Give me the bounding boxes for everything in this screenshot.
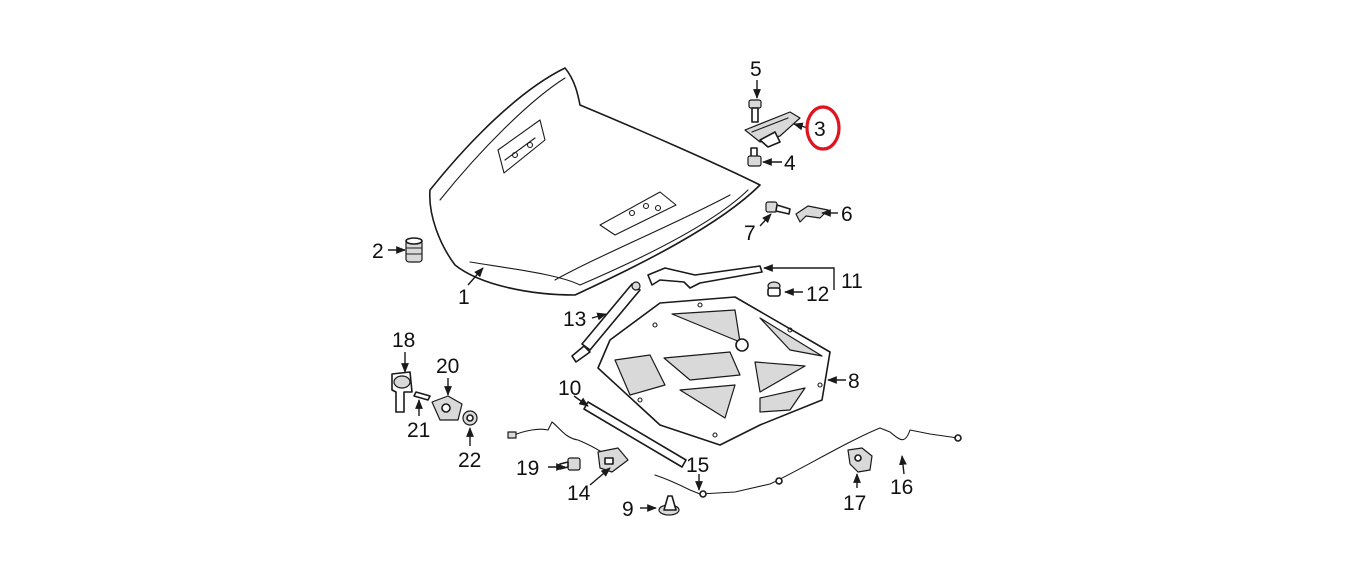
callout-8: 8 (848, 370, 860, 393)
hood-latch (847, 447, 873, 473)
clip-bracket-6 (795, 205, 829, 223)
screw-21 (413, 391, 431, 401)
hood-hinge-bracket (744, 111, 801, 148)
callout-2: 2 (372, 240, 384, 263)
callout-19: 19 (516, 457, 539, 480)
leader-lines (388, 80, 907, 512)
callout-17: 17 (843, 492, 866, 515)
callout-11: 11 (841, 270, 863, 293)
release-cable (654, 427, 962, 498)
grommet-12 (767, 281, 781, 297)
release-cable-left (507, 421, 611, 459)
bumper-stop (405, 237, 423, 263)
callout-22: 22 (458, 449, 481, 472)
callout-labels: 1 2 3 4 5 6 7 8 9 10 11 12 13 14 15 16 1… (372, 58, 913, 521)
callout-20: 20 (436, 355, 459, 378)
callout-18: 18 (392, 329, 415, 352)
callout-12: 12 (806, 283, 829, 306)
nut-22 (462, 410, 478, 426)
callout-7: 7 (744, 222, 756, 245)
bolt-19 (559, 457, 581, 471)
callout-4: 4 (784, 152, 796, 175)
callout-13: 13 (563, 308, 586, 331)
hood-panel (429, 67, 761, 296)
bracket-18 (391, 371, 413, 413)
push-clip-9 (658, 495, 680, 516)
callout-10: 10 (558, 377, 581, 400)
latch-bracket-14 (597, 447, 629, 473)
hood-seal (583, 401, 687, 468)
callout-9: 9 (622, 498, 634, 521)
callout-15: 15 (686, 454, 709, 477)
gas-strut (571, 281, 641, 363)
callout-16: 16 (890, 476, 913, 499)
bolt-lower (747, 147, 762, 167)
callout-1: 1 (458, 286, 470, 309)
callout-21: 21 (407, 419, 430, 442)
highlight-circle (805, 105, 841, 151)
screw-7 (765, 201, 791, 215)
callout-6: 6 (841, 203, 853, 226)
lock-assembly-20 (431, 395, 463, 421)
callout-3: 3 (814, 118, 826, 141)
prop-rod (647, 265, 763, 289)
callout-14: 14 (567, 482, 591, 505)
bolt-upper (748, 99, 762, 123)
hood-insulator (597, 296, 831, 446)
callout-5: 5 (750, 58, 762, 81)
